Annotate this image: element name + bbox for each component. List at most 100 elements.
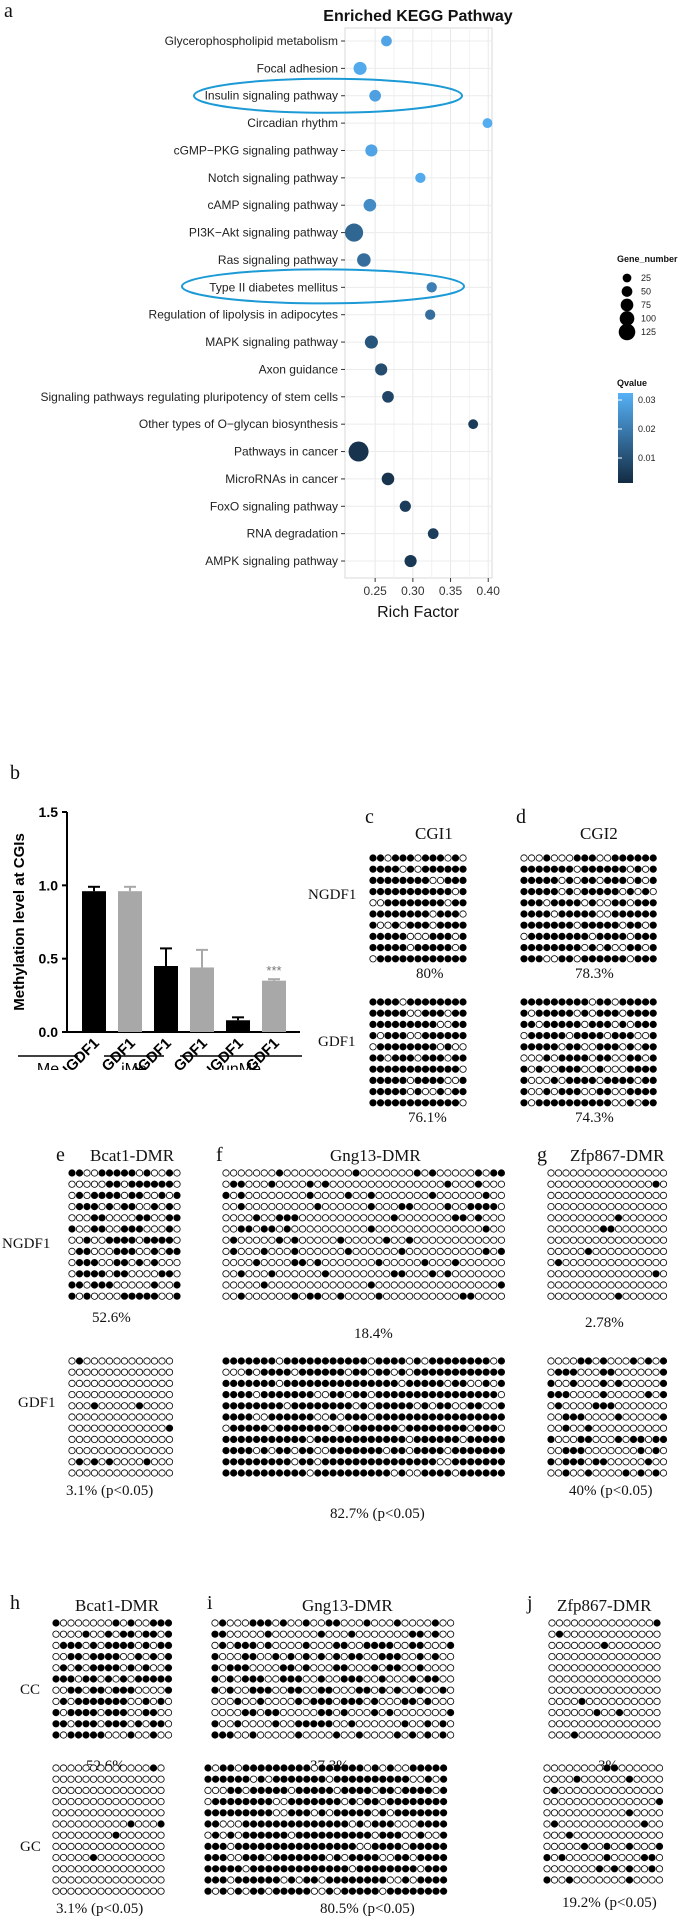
cpg-dot xyxy=(352,1180,360,1188)
cpg-dot xyxy=(414,932,422,941)
cpg-dot xyxy=(310,1619,318,1627)
cpg-dot xyxy=(399,921,407,929)
cpg-dot xyxy=(265,1831,273,1839)
cpg-dot xyxy=(325,1619,333,1627)
cpg-dot xyxy=(219,1820,227,1828)
cpg-dot xyxy=(398,1379,406,1388)
cpg-dot xyxy=(89,1675,98,1683)
cpg-dot xyxy=(260,1292,268,1300)
cpg-dot xyxy=(386,1775,394,1783)
panel-e-bottom-percent: 3.1% (p<0.05) xyxy=(66,1483,154,1499)
cpg-dot xyxy=(482,1424,490,1432)
cpg-dot xyxy=(543,1032,551,1040)
cpg-dot xyxy=(417,1887,425,1895)
cpg-dot xyxy=(67,1809,75,1817)
cpg-dot xyxy=(416,1664,424,1672)
cpg-dot xyxy=(622,1247,630,1256)
cpg-dot xyxy=(142,1697,150,1706)
cpg-dot xyxy=(653,1709,661,1717)
cpg-dot xyxy=(75,1391,84,1399)
cpg-dot xyxy=(580,1865,589,1873)
cpg-dot xyxy=(68,1391,76,1399)
cpg-dot xyxy=(222,1169,230,1177)
cpg-dot xyxy=(157,1675,165,1683)
cpg-dot xyxy=(370,1697,379,1706)
cpg-dot xyxy=(264,1664,272,1672)
cpg-dot xyxy=(245,1402,253,1410)
cpg-dot xyxy=(623,1641,631,1650)
cpg-dot xyxy=(280,1876,288,1884)
cpg-dot xyxy=(584,1203,593,1211)
cpg-dot xyxy=(444,1292,452,1300)
cpg-dot xyxy=(459,1435,467,1444)
cpg-dot xyxy=(303,1831,311,1839)
cpg-dot xyxy=(165,1203,174,1211)
cpg-dot xyxy=(614,1281,623,1289)
cpg-dot xyxy=(446,1630,455,1638)
cpg-dot xyxy=(113,1169,121,1177)
y-category-label: Insulin signaling pathway xyxy=(205,89,338,103)
cpg-dot xyxy=(611,943,619,952)
cpg-dot xyxy=(641,1088,650,1096)
cpg-dot xyxy=(614,1424,623,1432)
cpg-dot xyxy=(89,1831,98,1839)
cpg-dot xyxy=(376,955,385,963)
cpg-dot xyxy=(439,1664,447,1672)
panel-f-title: Gng13-DMR xyxy=(330,1146,421,1165)
cpg-dot xyxy=(655,1764,664,1772)
cpg-dot xyxy=(211,1641,219,1650)
cpg-dot xyxy=(562,1469,570,1477)
cpg-dot xyxy=(164,1630,173,1638)
cpg-dot xyxy=(82,1664,90,1672)
cpg-dot xyxy=(584,1247,593,1256)
cpg-dot xyxy=(283,1402,291,1410)
y-category-label: Notch signaling pathway xyxy=(208,171,338,185)
cpg-dot xyxy=(629,1191,638,1200)
cpg-dot xyxy=(409,1842,417,1851)
cpg-dot xyxy=(414,1099,422,1107)
cpg-dot xyxy=(321,1458,330,1466)
legend-colorbar xyxy=(618,393,633,483)
cpg-dot xyxy=(637,1259,645,1267)
cpg-dot xyxy=(321,1270,330,1278)
cpg-dot xyxy=(287,1709,295,1717)
cpg-dot xyxy=(585,1686,594,1694)
cpg-dot xyxy=(344,1435,352,1444)
cpg-dot xyxy=(634,1043,642,1051)
cpg-dot xyxy=(367,1469,375,1477)
cpg-dot xyxy=(608,1686,616,1694)
cpg-dot xyxy=(527,921,536,929)
cpg-dot xyxy=(230,1203,238,1211)
cpg-dot xyxy=(222,1281,230,1289)
cpg-dot xyxy=(554,1270,563,1278)
cpg-dot xyxy=(89,1731,98,1739)
cpg-dot xyxy=(134,1809,143,1817)
cpg-dot xyxy=(329,1214,337,1222)
cpg-dot xyxy=(275,1379,284,1388)
cpg-dot xyxy=(459,998,467,1006)
cpg-dot xyxy=(444,1065,452,1073)
cpg-dot xyxy=(250,1831,258,1839)
cpg-dot xyxy=(90,1391,99,1399)
cpg-dot xyxy=(302,1653,310,1661)
cpg-dot xyxy=(68,1447,76,1455)
cpg-dot xyxy=(230,1424,238,1432)
cpg-dot xyxy=(652,1203,660,1211)
cpg-dot xyxy=(360,1281,368,1289)
cpg-dot xyxy=(649,910,657,918)
cpg-dot xyxy=(581,1043,589,1051)
cpg-dot xyxy=(562,1292,570,1300)
cpg-dot xyxy=(291,1259,299,1267)
cpg-dot xyxy=(355,1709,363,1717)
cpg-dot xyxy=(633,1876,641,1884)
cpg-dot xyxy=(593,1619,601,1627)
cpg-dot xyxy=(451,1065,460,1073)
cpg-dot xyxy=(398,1247,406,1256)
y-category-label: Pathways in cancer xyxy=(234,445,338,459)
cpg-dot xyxy=(375,1270,383,1278)
grid-g-gdf1 xyxy=(547,1357,668,1477)
cpg-dot xyxy=(611,910,619,918)
cpg-dot xyxy=(135,1169,144,1177)
cpg-dot xyxy=(482,1292,490,1300)
cpg-dot xyxy=(497,1435,505,1444)
